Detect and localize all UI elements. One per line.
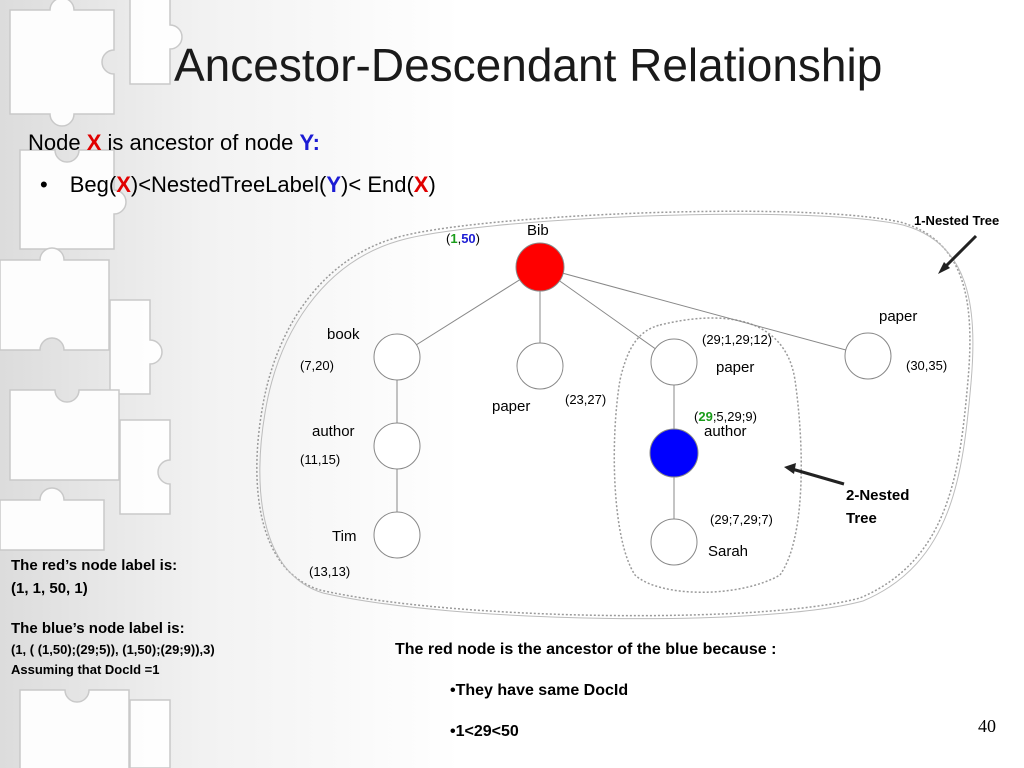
nested-tree-1-outline <box>256 210 971 617</box>
beg-text: Beg( <box>69 172 117 197</box>
label-book: (7,20) <box>300 358 334 373</box>
label-paper-mid: (23,27) <box>565 392 607 407</box>
definition-bullet: •Beg(X)<NestedTreeLabel(Y)< End(X) <box>40 172 436 198</box>
arrow-nested-2 <box>784 463 845 486</box>
definition-line: Node X is ancestor of node Y: <box>28 130 320 156</box>
label-bib-beg: 1 <box>450 231 458 246</box>
nested-tree-1-label: 1-Nested Tree <box>914 213 1000 228</box>
def-text-1: Node <box>28 130 87 155</box>
node-sarah <box>650 518 698 566</box>
label-bib-open: ( <box>446 231 451 246</box>
node-paper-inner <box>650 338 698 386</box>
nested-text: )<NestedTreeLabel( <box>130 172 327 197</box>
nested-tree-2-label-line2: Tree <box>846 510 877 527</box>
node-name-paper-mid: paper <box>492 398 531 415</box>
label-author-left: (11,15) <box>300 452 341 467</box>
reason-range: •1<29<50 <box>450 723 519 740</box>
def-x: X <box>86 130 102 155</box>
label-bib-comma: , <box>457 231 462 246</box>
label-author-inner-open: ( <box>694 409 699 424</box>
beg-x: X <box>116 172 131 197</box>
slide-title: Ancestor-Descendant Relationship <box>174 39 883 91</box>
node-name-tim: Tim <box>332 528 357 545</box>
label-tim: (13,13) <box>309 564 351 579</box>
blue-label-heading: The blue’s node label is: <box>11 620 185 637</box>
label-author-inner: (29;5,29;9) <box>694 409 757 424</box>
blue-label-value: (1, ( (1,50);(29;5)), (1,50);(29;9)),3) <box>11 642 215 657</box>
red-label-heading: The red’s node label is: <box>11 557 178 574</box>
label-author-inner-29: 29 <box>698 409 713 424</box>
label-bib-end: 50 <box>461 231 476 246</box>
reason-same-docid: •They have same DocId <box>450 682 629 699</box>
node-author-left <box>373 422 421 470</box>
node-author-inner <box>649 428 699 478</box>
label-paper-inner: (29;1,29;12) <box>702 332 773 347</box>
label-paper-right: (30,35) <box>906 358 948 373</box>
node-bib <box>515 242 565 292</box>
reason-heading: The red node is the ancestor of the blue… <box>395 641 777 658</box>
page-number: 40 <box>978 716 996 736</box>
docid-assumption: Assuming that DocId =1 <box>11 662 160 677</box>
def-text-2: is ancestor of node <box>101 130 300 155</box>
node-name-book: book <box>327 326 360 343</box>
node-paper-right <box>844 332 892 380</box>
node-book <box>373 333 421 381</box>
label-bib: (1,50) <box>446 231 480 246</box>
label-author-inner-rest: ;5,29;9) <box>712 409 757 424</box>
label-sarah: (29;7,29;7) <box>710 512 773 527</box>
node-paper-mid <box>516 342 564 390</box>
def-y: Y: <box>299 130 320 155</box>
node-name-bib: Bib <box>527 222 549 239</box>
end-x: X <box>413 172 429 197</box>
node-name-paper-inner: paper <box>716 359 755 376</box>
node-tim <box>373 511 421 559</box>
close-paren: ) <box>428 172 436 197</box>
label-bib-close: ) <box>475 231 481 246</box>
node-name-paper-right: paper <box>879 308 918 325</box>
tree-edges <box>396 266 869 542</box>
node-name-author-inner: author <box>704 423 747 440</box>
nested-tree-2-label-line1: 2-Nested <box>846 487 910 504</box>
nested-y: Y <box>326 172 342 197</box>
nested-tree-1-shadow <box>259 213 974 620</box>
end-text: )< End( <box>341 172 414 197</box>
arrow-nested-1 <box>938 234 978 274</box>
node-name-author-left: author <box>312 423 355 440</box>
bullet-glyph: • <box>40 172 48 197</box>
node-name-sarah: Sarah <box>708 543 749 560</box>
red-label-value: (1, 1, 50, 1) <box>11 580 88 597</box>
